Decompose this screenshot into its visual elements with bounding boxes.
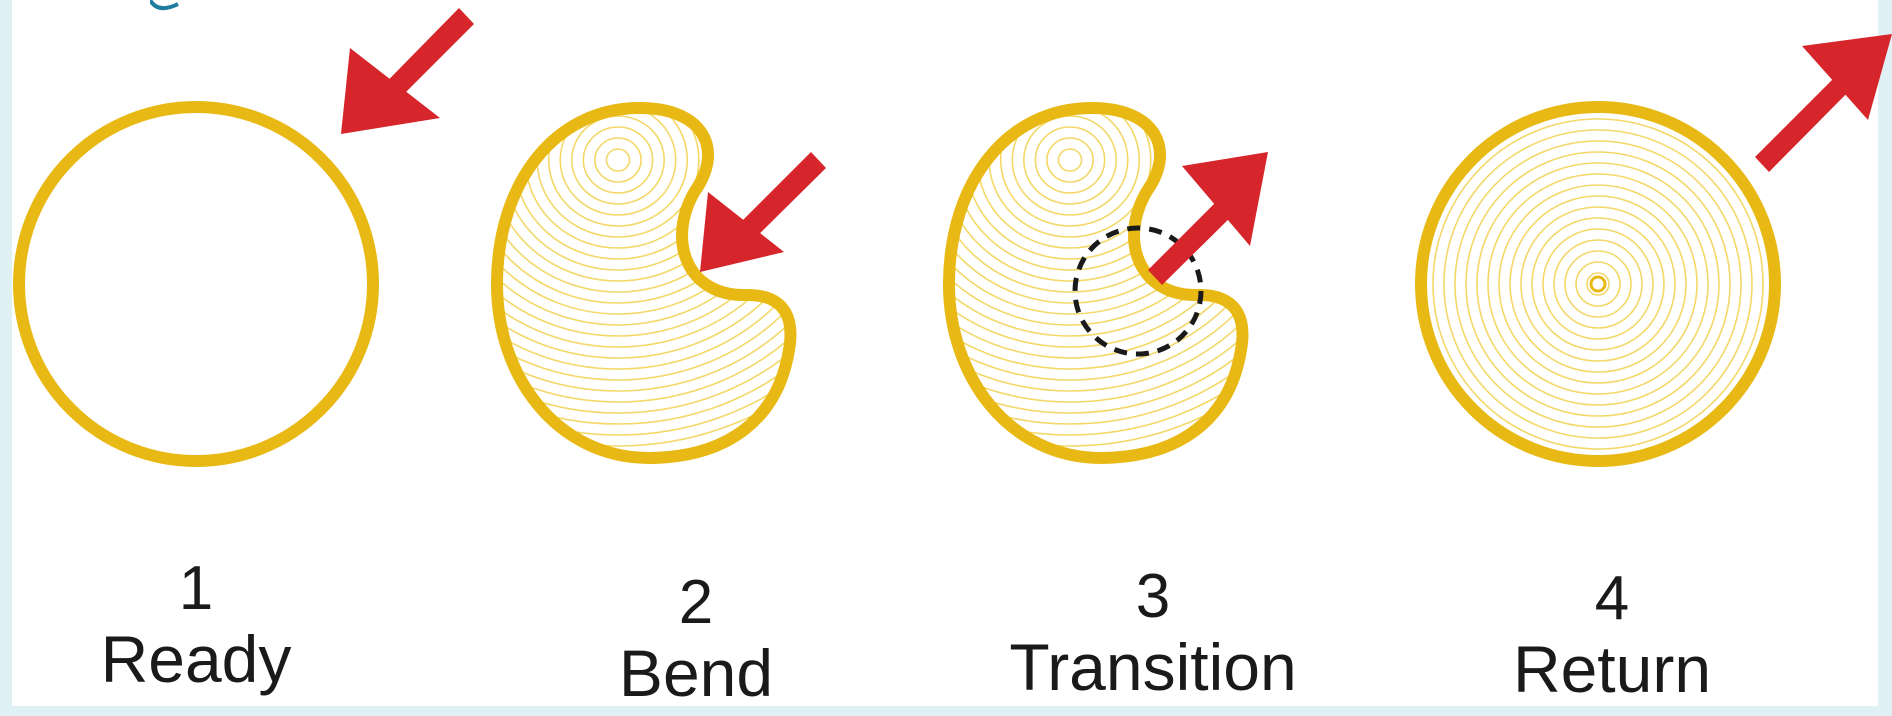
step-3: 3 Transition <box>953 564 1353 704</box>
inward-arrow-icon <box>341 8 474 134</box>
step-label: Bend <box>496 636 896 710</box>
inward-arrow-icon <box>700 152 826 272</box>
return-disk <box>1421 107 1775 461</box>
bent-shape <box>283 0 953 479</box>
step-number: 3 <box>953 564 1353 630</box>
step-label: Ready <box>0 622 396 696</box>
step-1: 1 Ready <box>0 556 396 696</box>
outward-arrow-icon <box>1755 34 1892 172</box>
outward-arrow-icon <box>1148 152 1268 285</box>
ready-ring <box>19 107 373 461</box>
step-number: 1 <box>0 556 396 622</box>
step-number: 2 <box>496 570 896 636</box>
step-4: 4 Return <box>1412 566 1812 706</box>
transition-shape <box>735 0 1405 479</box>
step-label: Return <box>1412 632 1812 706</box>
step-2: 2 Bend <box>496 570 896 710</box>
step-number: 4 <box>1412 566 1812 632</box>
step-label: Transition <box>953 630 1353 704</box>
